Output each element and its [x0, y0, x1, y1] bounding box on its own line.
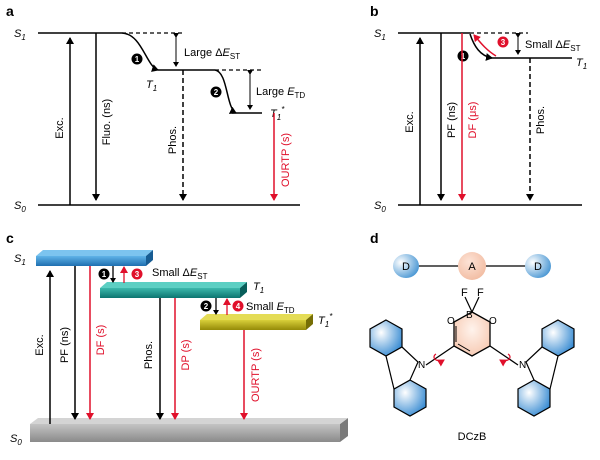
panel-c-s1-slab-top: [36, 250, 153, 256]
panel-c-s0-label: S0: [10, 433, 22, 447]
panel-a-large-dest-label: Large ΔEST: [184, 47, 240, 61]
acceptor-bubble: [458, 252, 486, 280]
panel-a-badge-1: [131, 53, 143, 65]
panel-c-s1-slab-side: [146, 250, 153, 266]
link-left: [425, 345, 455, 366]
panel-a-relax-curve: [214, 69, 237, 114]
donor-right-label: D: [534, 261, 542, 273]
panel-c-badge-1-text: 1: [102, 270, 107, 279]
panel-c-s0-slab-side: [340, 418, 348, 442]
panel-a-s0-label: S0: [14, 200, 26, 214]
panel-a-letter: a: [6, 3, 14, 19]
panel-b-exc-label: Exc.: [404, 111, 416, 132]
carbazole-left-pyrrole: [385, 346, 419, 390]
ring-double-bond-1: [457, 343, 471, 352]
panel-c-t1star-slab-top: [200, 314, 313, 320]
panel-b-badge-1-text: 1: [461, 52, 466, 61]
acceptor-ring: [453, 311, 491, 357]
panel-c-t1star-slab: [200, 320, 306, 330]
oxygen-1-label: O: [447, 316, 455, 327]
panel-c-badge-1: [98, 268, 110, 280]
panel-a-badge-1-text: 1: [135, 55, 140, 64]
panel-a-t1-label: T1: [146, 79, 157, 93]
panel-a-phos-label: Phos.: [167, 126, 179, 154]
panel-b-small-dest-label: Small ΔEST: [525, 39, 581, 53]
panel-c-badge-3-text: 3: [135, 270, 140, 279]
panel-a-t1star-label: T1*: [270, 105, 285, 122]
acceptor-label: A: [468, 261, 476, 273]
panel-a-badge-2-text: 2: [214, 88, 219, 97]
nitrogen-1-label: N: [418, 360, 425, 371]
panel-a-badge-2: [210, 86, 222, 98]
carbazole-right-pyrrole: [525, 346, 559, 390]
carbazole-left: N: [369, 319, 427, 417]
panel-c-s0-slab-bevel: [30, 418, 348, 424]
panel-c: c S1 T1 T1* S0 1 3 2 4 Sma: [6, 230, 348, 447]
panel-b-letter: b: [370, 3, 379, 19]
panel-c-t1star-label: T1*: [318, 312, 333, 329]
bf-bond-1: [464, 296, 473, 313]
boron-label: B: [466, 310, 473, 321]
rotation-arrow-left: [433, 353, 445, 367]
panel-c-dp-label: DP (s): [180, 340, 192, 371]
panel-c-df-label: DF (s): [95, 325, 107, 356]
panel-c-letter: c: [6, 230, 14, 246]
panel-c-exc-label: Exc.: [34, 334, 46, 355]
panel-c-small-dest-label: Small ΔEST: [152, 267, 208, 281]
panel-c-t1star-slab-side: [306, 314, 313, 330]
panel-a: a S1 S0 T1 T1* 1 2 Large ΔEST Large ETD …: [6, 3, 305, 214]
carbazole-right: N: [517, 319, 575, 417]
panel-c-t1-slab: [100, 288, 240, 298]
panel-a-isc-curve: [121, 32, 159, 72]
donor-left-bubble: [393, 254, 419, 278]
compound-name: DCzB: [458, 431, 487, 443]
panel-a-s1-label: S1: [14, 28, 26, 42]
panel-a-ourtp-label: OURTP (s): [280, 133, 292, 187]
panel-c-small-etd-label: Small ETD: [246, 301, 295, 315]
panel-c-t1-slab-side: [240, 282, 247, 298]
panel-b: b S1 S0 T1 1 3 Small ΔEST Exc. PF (ns) D…: [370, 3, 587, 214]
panel-b-phos-label: Phos.: [535, 106, 547, 134]
panel-c-phos-label: Phos.: [143, 341, 155, 369]
link-right: [489, 345, 519, 366]
panel-c-badge-4-text: 4: [236, 302, 241, 311]
panel-b-s1-label: S1: [374, 28, 386, 42]
panel-b-pf-label: PF (ns): [446, 102, 458, 138]
panel-a-fluo-label: Fluo. (ns): [101, 99, 113, 145]
panel-c-s1-slab: [36, 256, 146, 266]
panel-a-large-etd-label: Large ETD: [256, 86, 305, 100]
panel-c-badge-2: [200, 300, 212, 312]
fluorine-1-label: F: [461, 287, 468, 299]
bf-bond-2: [471, 296, 480, 313]
panel-b-t1-label: T1: [576, 57, 587, 71]
panel-d-letter: d: [370, 230, 379, 246]
panel-c-badge-3: [131, 268, 143, 280]
panel-c-s0-slab: [30, 424, 340, 442]
donor-right-bubble: [525, 254, 551, 278]
panel-c-t1-label: T1: [253, 281, 264, 295]
nitrogen-2-label: N: [519, 360, 526, 371]
panel-a-exc-label: Exc.: [54, 117, 66, 138]
panel-d: d D A D F F B O O N: [369, 230, 575, 443]
rotation-arrow-right: [499, 353, 511, 367]
panel-b-badge-3: [497, 36, 509, 48]
panel-b-isc-curve: [469, 33, 493, 61]
panel-c-pf-label: PF (ns): [59, 327, 71, 363]
oxygen-2-label: O: [489, 316, 497, 327]
panel-c-t1-slab-top: [100, 282, 247, 288]
panel-b-badge-1: [457, 50, 469, 62]
panel-b-s0-label: S0: [374, 200, 386, 214]
panel-b-risc-curve: [473, 34, 497, 57]
panel-b-badge-3-text: 3: [501, 38, 506, 47]
panel-b-df-label: DF (μs): [467, 102, 479, 139]
panel-c-s1-label: S1: [14, 253, 26, 267]
panel-c-ourtp-label: OURTP (s): [250, 348, 262, 402]
donor-left-label: D: [402, 261, 410, 273]
fluorine-2-label: F: [477, 287, 484, 299]
panel-c-badge-2-text: 2: [204, 302, 209, 311]
panel-c-badge-4: [232, 300, 244, 312]
